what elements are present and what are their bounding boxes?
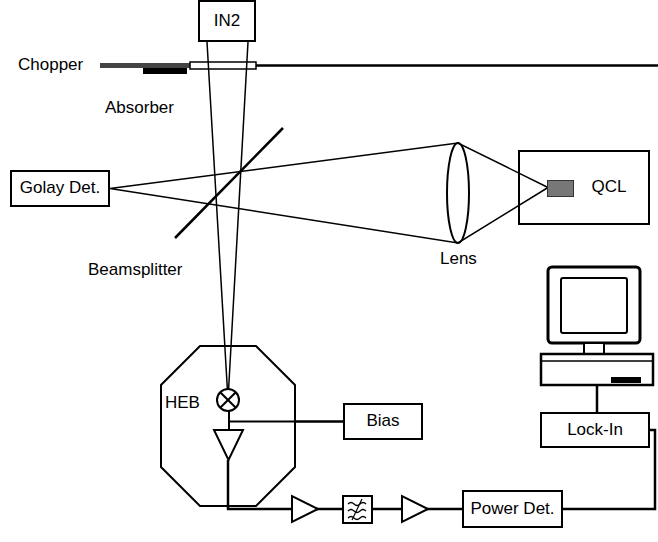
octagon-outline <box>160 345 296 507</box>
wire <box>596 385 599 412</box>
absorber-label: Absorber <box>105 99 174 118</box>
detector-box: Golay Det. <box>10 170 110 207</box>
heb-cross <box>220 392 236 408</box>
instrument-box: IN2 <box>198 0 256 42</box>
node-text: QCL <box>592 178 627 197</box>
node-text: Lock-In <box>567 421 623 440</box>
computer-body <box>541 360 653 362</box>
computer-screen <box>561 278 627 333</box>
chopper-blade <box>100 63 190 68</box>
wire <box>229 421 296 423</box>
heb-cross <box>220 392 236 408</box>
absorber-plate <box>143 68 187 74</box>
chopper-wheel <box>256 64 658 67</box>
heb-mixer <box>217 389 239 411</box>
amplifier-symbol <box>292 496 318 522</box>
connector <box>296 421 343 422</box>
filter-glyph <box>348 499 366 520</box>
bias-box: Bias <box>343 403 423 440</box>
node-text: HEB <box>165 394 200 413</box>
computer-monitor <box>548 267 640 343</box>
computer-neck <box>584 343 604 354</box>
beamsplitter-label: Beamsplitter <box>88 261 182 280</box>
cryostat-octagon: HEB <box>160 345 296 507</box>
chopper-label: Chopper <box>18 56 83 75</box>
node-text: IN2 <box>214 12 240 31</box>
chopper-window <box>190 62 256 69</box>
computer-keyboard <box>611 377 641 383</box>
laser-box: QCL <box>518 150 650 225</box>
lens-symbol <box>447 143 469 243</box>
node-text: Golay Det. <box>20 179 100 198</box>
amplifier-symbol <box>402 496 428 522</box>
computer-body <box>541 354 653 385</box>
power-detector-box: Power Det. <box>462 490 563 528</box>
node-text: Power Det. <box>470 500 554 519</box>
connector <box>110 143 548 243</box>
node-text: Bias <box>366 412 399 431</box>
lens-label: Lens <box>440 250 477 269</box>
lockin-box: Lock-In <box>540 412 650 448</box>
wire <box>227 460 230 507</box>
amplifier-symbol <box>214 430 243 460</box>
filter-symbol <box>343 496 372 523</box>
laser-chip <box>547 180 574 197</box>
beamsplitter-plate <box>175 128 283 238</box>
